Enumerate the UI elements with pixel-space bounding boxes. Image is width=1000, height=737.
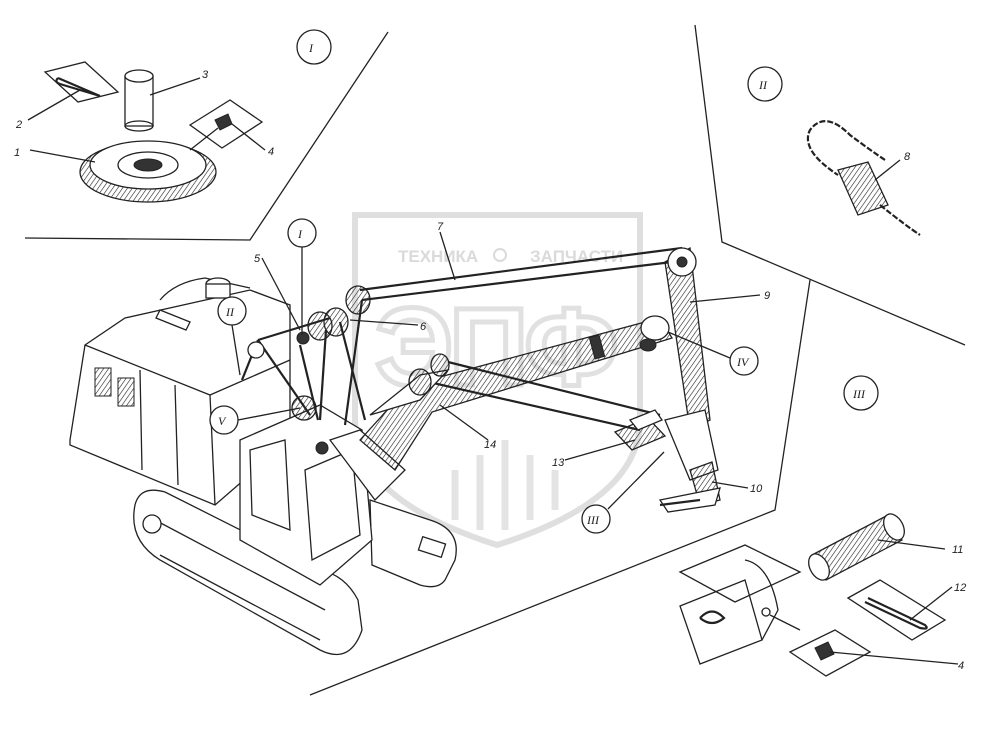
callout-14: 14 (484, 439, 496, 451)
track-line-2 (159, 554, 321, 641)
stick (664, 246, 719, 481)
section-dividers (24, 24, 966, 696)
view-label-III: III (586, 513, 600, 527)
drum-V (291, 395, 317, 421)
exhaust-pipe (155, 309, 191, 331)
bracket-hole (699, 610, 726, 625)
callout-7: 7 (437, 221, 444, 233)
boom-point-sheave (640, 315, 670, 341)
nipple-plate-4 (188, 99, 264, 149)
house-panels (139, 369, 179, 486)
detail-I-group (43, 61, 264, 203)
callout-11: 11 (952, 544, 963, 556)
track-idler (142, 514, 162, 534)
lead-seal-8 (837, 161, 889, 216)
view-indicators (209, 29, 879, 534)
cab-door-window (249, 439, 291, 531)
cab-front-window (304, 449, 361, 562)
boom-point-pin (639, 338, 657, 352)
callout-5: 5 (254, 253, 261, 265)
nipple-line (189, 127, 219, 151)
axle-3 (124, 75, 154, 127)
house-corner (209, 394, 216, 506)
bracket-leader (769, 614, 801, 631)
callout-9: 9 (764, 290, 770, 302)
nipple-plate-4b (788, 629, 872, 677)
boom-sheave-2 (430, 353, 450, 377)
callout-13: 13 (552, 457, 565, 469)
grease-nipple-4b (814, 641, 835, 661)
axle-3-bottom (124, 120, 154, 132)
boom-sheave (408, 368, 432, 396)
callout-12: 12 (954, 582, 966, 594)
view-circle-I-top (296, 29, 332, 65)
view-leaders (231, 247, 731, 510)
view-label-IV: IV (736, 355, 750, 369)
callout-1: 1 (14, 147, 20, 159)
view-circle-I (287, 218, 317, 248)
filler-neck (205, 283, 231, 299)
seal-wire-tail (879, 204, 921, 236)
rope-7-lower (361, 260, 673, 302)
track-line (154, 519, 326, 611)
axle-3-top (124, 69, 154, 83)
boom-foot (328, 429, 406, 501)
bracket-nipple-hole (761, 607, 771, 617)
track-lug (417, 535, 447, 559)
cotter-12 (864, 597, 928, 630)
detail-III-group (678, 513, 947, 677)
gantry-pulley (247, 341, 265, 359)
boom-band (588, 334, 606, 360)
gantry-pulley-center (296, 331, 310, 345)
cotter-plate-12 (846, 579, 947, 641)
view-circle-III-top (843, 375, 879, 411)
watermark-right-word: ЗАПЧАСТИ (530, 247, 623, 266)
detail-II-group (806, 120, 921, 236)
seal-wire (806, 120, 886, 176)
bracket-web (744, 559, 779, 641)
cotter-pin-plate-2 (43, 61, 120, 103)
excavator (69, 277, 457, 656)
view-label-I-top: I (308, 41, 314, 55)
cotter-pin-2 (55, 76, 101, 98)
boom (359, 315, 673, 471)
louvers (94, 367, 135, 407)
callout-6: 6 (420, 321, 427, 333)
crawler-track (133, 489, 363, 656)
view-label-III-top: III (852, 387, 866, 401)
callout-10: 10 (750, 483, 763, 495)
pin-11-end (883, 513, 905, 541)
callout-2: 2 (15, 119, 22, 131)
pin-11-start (808, 553, 830, 581)
view-label-II: II (225, 305, 235, 319)
callout-4-bottom: 4 (958, 660, 964, 672)
pulley-1-bore (133, 158, 163, 172)
callout-labels: 1 2 3 4 4 5 6 7 8 9 10 11 12 13 14 (14, 69, 966, 672)
crawler-track-right (369, 499, 457, 588)
watermark-tower-icon (451, 440, 559, 530)
view-circle-II-top (747, 66, 783, 102)
rope-vertical-2 (318, 329, 328, 421)
callout-leaders (27, 77, 959, 665)
stick-bottom (664, 409, 719, 481)
callout-4-top: 4 (268, 146, 274, 158)
watermark-left-word: ТЕХНИКА (398, 247, 478, 266)
view-circle-III (581, 504, 611, 534)
view-label-I: I (297, 227, 303, 241)
view-labels: I II III I II V IV III (218, 41, 866, 527)
rope-7-top (359, 246, 683, 292)
stick-top-pin (676, 256, 688, 268)
bracket-top (678, 544, 802, 603)
callout-3: 3 (202, 69, 209, 81)
bracket-side (679, 579, 763, 665)
view-circle-IV (729, 346, 759, 376)
view-label-II-top: II (758, 78, 768, 92)
cab-lamp (315, 441, 329, 455)
watermark-gear-icon (493, 248, 507, 262)
view-label-V: V (218, 414, 227, 428)
callout-8: 8 (904, 151, 911, 163)
ripper-10 (658, 461, 721, 513)
